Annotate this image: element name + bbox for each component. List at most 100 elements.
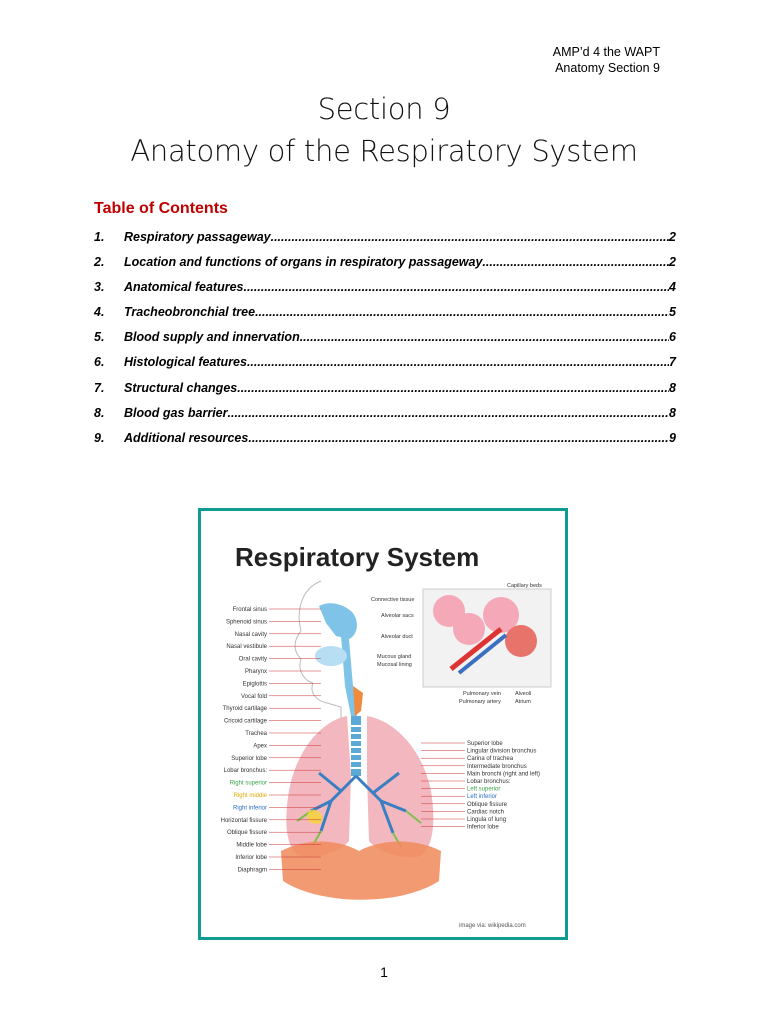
oral-cavity-shape — [315, 646, 347, 666]
figure-label: Frontal sinus — [233, 607, 267, 613]
toc-row[interactable]: 3.Anatomical features4 — [94, 280, 676, 305]
toc-page: 4 — [669, 280, 676, 295]
diaphragm-shape — [281, 841, 441, 900]
alveolar-sac-3 — [483, 597, 519, 633]
header-line-2: Anatomy Section 9 — [555, 61, 660, 75]
toc-row[interactable]: 1. Respiratory passageway 2 — [94, 230, 676, 255]
table-of-contents: 1.Respiratory passageway 22.Location and… — [94, 230, 676, 456]
figure-label: Left inferior — [467, 794, 497, 800]
figure-label: Middle lobe — [236, 843, 267, 849]
section-subtitle: Anatomy of the Respiratory System — [130, 134, 638, 168]
toc-leader-dots — [482, 255, 669, 269]
figure-label: Thyroid cartilage — [223, 706, 268, 712]
figure-label: Sphenoid sinus — [226, 619, 267, 625]
pulmonary-vein-shape — [457, 633, 508, 675]
figure-label: Superior lobe — [231, 756, 267, 762]
toc-label[interactable]: Blood supply and innervation — [124, 330, 300, 345]
toc-row[interactable]: 9. Additional resources 9 — [94, 431, 676, 456]
toc-row[interactable]: 5.Blood supply and innervation 6 — [94, 330, 676, 355]
inset-label: Connective tissue — [371, 597, 414, 603]
figure-label: Main bronchi (right and left) — [467, 771, 540, 777]
toc-leader-dots — [255, 305, 669, 319]
figure-label: Right superior — [230, 781, 267, 787]
figure-label: Trachea — [245, 731, 267, 737]
inset-label: Alveolar duct — [381, 634, 413, 640]
page-number: 1 — [380, 964, 388, 980]
toc-page: 2 — [669, 255, 676, 270]
toc-label[interactable]: Additional resources — [124, 430, 249, 445]
toc-leader-dots — [228, 406, 670, 420]
toc-leader-dots — [243, 280, 669, 294]
toc-label[interactable]: Respiratory passageway — [124, 230, 271, 244]
figure-label: Oral cavity — [239, 657, 267, 663]
figure-label: Horizontal fissure — [221, 818, 268, 824]
toc-page: 9 — [669, 430, 676, 445]
figure-label: Inferior lobe — [235, 855, 267, 861]
nasal-cavity-shape — [319, 603, 357, 639]
inset-label: Mucous gland — [377, 654, 411, 660]
toc-label[interactable]: Histological features — [124, 355, 247, 370]
figure-label: Lingular division bronchus — [467, 749, 536, 755]
inset-label: Mucosal lining — [377, 662, 412, 668]
toc-page: 7 — [669, 355, 676, 370]
respiratory-diagram: Respiratory System Frontal sinusSphenoid… — [221, 542, 552, 929]
inset-label: Atrium — [515, 699, 531, 705]
head-outline — [294, 580, 342, 751]
toc-row[interactable]: 4. Tracheobronchial tree 5 — [94, 305, 676, 330]
figure-label: Epiglottis — [243, 681, 267, 687]
toc-label[interactable]: Structural changes — [124, 380, 238, 395]
toc-row[interactable]: 2.Location and functions of organs in re… — [94, 255, 676, 280]
toc-row[interactable]: 8.Blood gas barrier8 — [94, 406, 676, 431]
toc-number: 1. — [94, 230, 105, 244]
toc-label[interactable]: Anatomical features — [124, 280, 244, 295]
toc-page: 2 — [669, 230, 676, 244]
figure-label: Lingula of lung — [467, 817, 506, 823]
toc-label[interactable]: Location and functions of organs in resp… — [124, 255, 483, 270]
toc-heading: Table of Contents — [94, 200, 228, 217]
toc-page: 5 — [669, 305, 676, 320]
toc-page: 8 — [669, 380, 676, 395]
toc-number: 5. — [94, 330, 105, 345]
figure-label: Lobar bronchus: — [467, 779, 511, 785]
right-lung-shape — [286, 716, 351, 857]
figure-label: Oblique fissure — [467, 802, 508, 808]
figure-credit: image via: wikipedia.com — [459, 923, 526, 929]
figure-label: Carina of trachea — [467, 756, 514, 762]
toc-number: 9. — [94, 430, 105, 445]
figure-label: Lobar bronchus: — [224, 768, 268, 774]
toc-number: 6. — [94, 355, 105, 370]
toc-leader-dots — [300, 330, 669, 344]
section-title: Section 9 — [317, 92, 451, 126]
figure-title: Respiratory System — [235, 542, 479, 572]
figure-label: Nasal cavity — [235, 632, 267, 638]
toc-number: 4. — [94, 305, 105, 320]
toc-leader-dots — [237, 381, 669, 395]
figure-label: Inferior lobe — [467, 825, 499, 831]
figure-label: Oblique fissure — [227, 830, 268, 836]
toc-leader-dots — [247, 355, 669, 369]
trachea-rings — [351, 725, 361, 769]
running-header: AMP’d 4 the WAPT Anatomy Section 9 — [553, 44, 660, 76]
inset-label: Alveolar sacs — [381, 613, 414, 619]
pulmonary-artery-shape — [449, 627, 503, 671]
figure-label: Intermediate bronchus — [467, 764, 527, 770]
toc-label[interactable]: Tracheobronchial tree — [124, 305, 256, 320]
inset-label: Pulmonary artery — [459, 699, 501, 705]
figure-label: Diaphragm — [238, 867, 267, 873]
figure-label: Pharynx — [245, 669, 267, 675]
toc-row[interactable]: 7.Structural changes 8 — [94, 381, 676, 406]
toc-row[interactable]: 6. Histological features 7 — [94, 355, 676, 380]
left-lung-shape — [367, 716, 434, 858]
toc-page: 8 — [669, 405, 676, 420]
inset-label: Capillary beds — [507, 583, 542, 589]
figure-label: Cardiac notch — [467, 809, 504, 815]
alveolar-sac-2 — [453, 613, 485, 645]
toc-label[interactable]: Blood gas barrier — [124, 405, 228, 420]
figure-label: Superior lobe — [467, 741, 503, 747]
figure-label: Left superior — [467, 787, 500, 793]
figure-label: Right middle — [234, 793, 268, 799]
bronchioles — [296, 810, 422, 848]
